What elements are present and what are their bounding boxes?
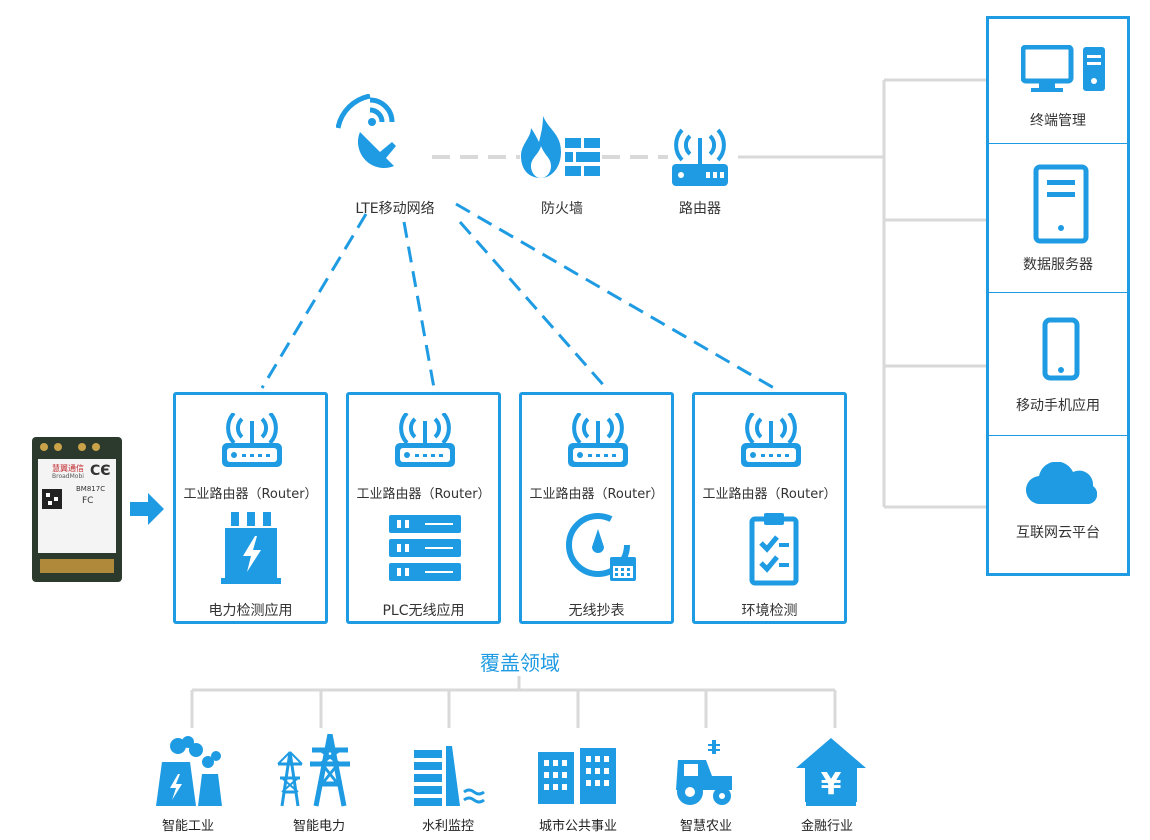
cloud-icon <box>1025 462 1097 505</box>
coverage-title: 覆盖领域 <box>480 651 560 675</box>
side-item-cloud-platform: 互联网云平台 <box>986 435 1130 576</box>
arrow-right-icon <box>130 493 164 525</box>
svg-text:¥: ¥ <box>821 767 842 802</box>
card-app-label: 环境检测 <box>741 603 798 619</box>
side-label: 互联网云平台 <box>1016 525 1100 541</box>
transformer-icon <box>221 512 281 584</box>
side-label: 数据服务器 <box>1023 257 1093 273</box>
power-tower-icon <box>277 734 350 807</box>
app-card-1: 工业路由器（Router） 电力检测应用 <box>173 392 328 624</box>
mobile-phone-icon <box>1042 317 1080 381</box>
data-server-icon <box>1033 164 1089 244</box>
desktop-computer-icon <box>1021 45 1105 92</box>
app-card-4: 工业路由器（Router） 环境检测 <box>692 392 847 624</box>
coverage-label: 水利监控 <box>421 819 474 834</box>
dam-icon <box>414 746 485 806</box>
lte-link-card-3 <box>458 221 608 389</box>
card-router-label: 工业路由器（Router） <box>356 487 491 502</box>
side-label: 终端管理 <box>1030 113 1086 129</box>
module-brand: 慧翼通信 <box>52 464 84 473</box>
bank-yuan-icon: ¥ <box>796 738 866 806</box>
card-app-label: 无线抄表 <box>568 603 625 619</box>
card-router-label: 工业路由器（Router） <box>183 487 318 502</box>
city-buildings-icon <box>538 748 616 804</box>
coverage-label: 智能电力 <box>292 819 345 834</box>
server-rack-icon <box>389 515 461 581</box>
firewall-icon <box>521 116 600 178</box>
lte-link-card-1 <box>260 213 368 389</box>
router-icon <box>395 413 455 467</box>
router-icon <box>568 413 628 467</box>
app-card-3: 工业路由器（Router） 无线抄表 <box>519 392 674 624</box>
side-label: 移动手机应用 <box>1016 398 1100 414</box>
coverage-label: 金融行业 <box>800 819 853 834</box>
router-icon <box>741 413 801 467</box>
svg-text:FC: FC <box>82 496 93 506</box>
factory-icon <box>156 736 222 806</box>
app-card-2: 工业路由器（Router） PLC无线应用 <box>346 392 501 624</box>
card-app-label: PLC无线应用 <box>382 603 465 619</box>
firewall-label: 防火墙 <box>541 201 583 217</box>
card-router-label: 工业路由器（Router） <box>529 487 664 502</box>
ce-mark: CЄ <box>90 463 111 479</box>
meter-gauge-icon <box>566 513 636 581</box>
router-icon <box>672 128 728 186</box>
card-app-label: 电力检测应用 <box>208 603 293 619</box>
satellite-dish-icon <box>336 94 396 168</box>
router-icon <box>222 413 282 467</box>
module-model: BM817C <box>76 485 106 493</box>
side-item-data-server: 数据服务器 <box>986 143 1130 293</box>
coverage-label: 城市公共事业 <box>538 819 617 834</box>
side-item-terminal-management: 终端管理 <box>986 16 1130 144</box>
lte-link-card-4 <box>455 202 775 390</box>
coverage-label: 智慧农业 <box>679 819 732 834</box>
lte-network-label: LTE移动网络 <box>355 201 435 217</box>
lte-module-image: FC 慧翼通信 BroadMobi BM817C CЄ <box>32 437 122 582</box>
tractor-icon <box>676 740 732 805</box>
module-brand-en: BroadMobi <box>52 473 84 480</box>
coverage-label: 智能工业 <box>161 819 214 834</box>
router-label: 路由器 <box>679 201 721 217</box>
card-router-label: 工业路由器（Router） <box>702 487 837 502</box>
lte-link-card-2 <box>402 221 436 389</box>
clipboard-check-icon <box>749 513 799 586</box>
side-item-mobile-app: 移动手机应用 <box>986 292 1130 436</box>
